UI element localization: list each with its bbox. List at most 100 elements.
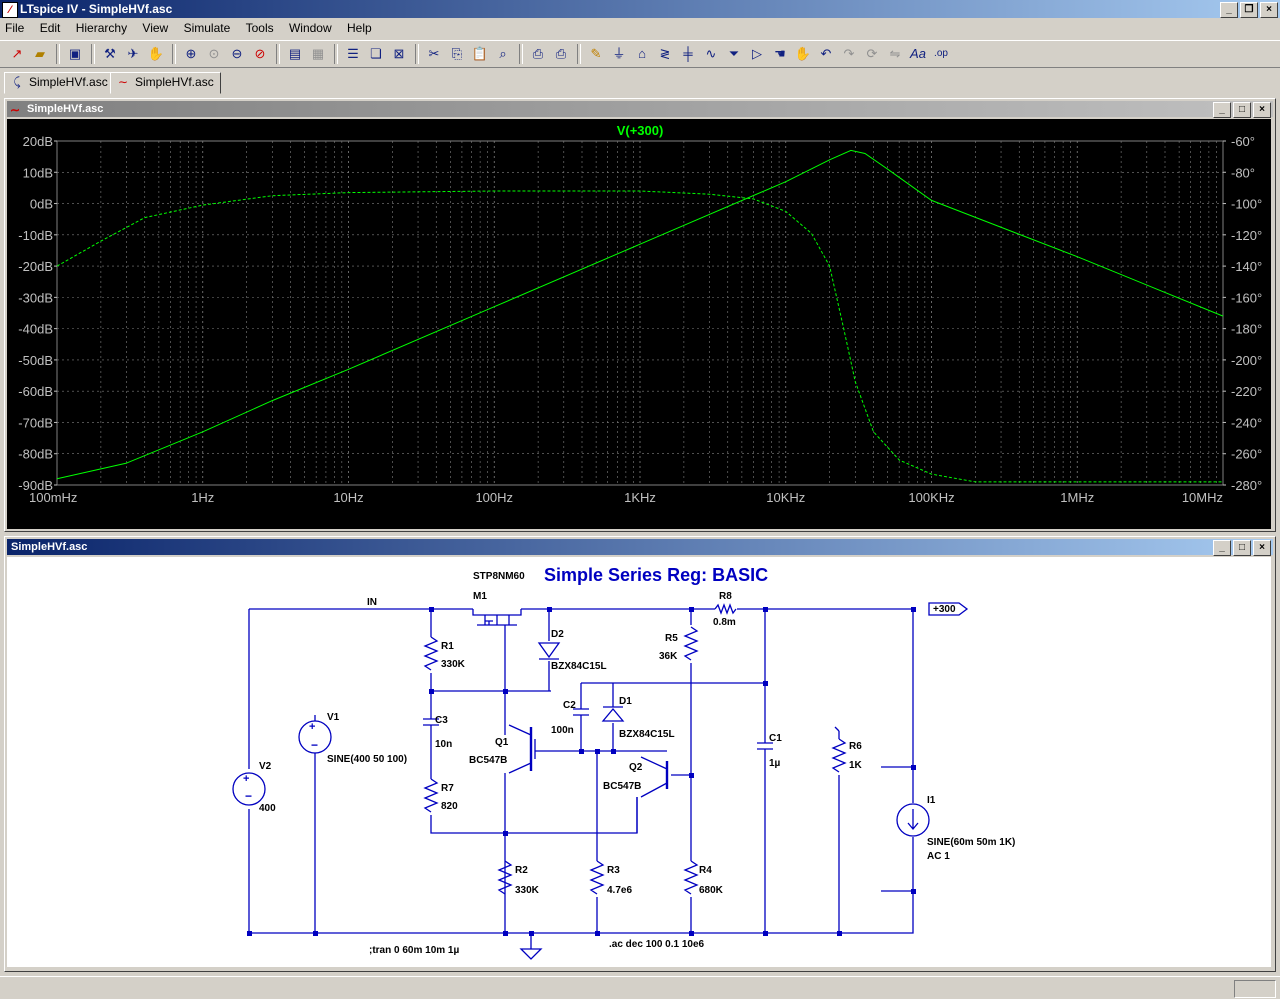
control-panel-icon[interactable]: ⚒	[104, 46, 116, 61]
print-setup-icon[interactable]: ⎙	[532, 46, 544, 61]
text-icon[interactable]: Aa	[910, 46, 926, 61]
tile-horizontal-icon[interactable]: ☰	[347, 46, 359, 61]
plot-window-title: SimpleHVf.asc	[27, 103, 104, 115]
c3-value: 10n	[435, 739, 452, 750]
q1-value: BC547B	[469, 755, 507, 766]
r5-name: R5	[665, 633, 678, 644]
zoom-out-icon[interactable]: ⊖	[231, 46, 243, 61]
schematic-title: Simple Series Reg: BASIC	[544, 565, 768, 585]
plot-minimize-button[interactable]: _	[1213, 102, 1231, 118]
m1-value: STP8NM60	[473, 571, 525, 582]
plot-close-button[interactable]: ×	[1253, 102, 1271, 118]
ac-directive[interactable]: .ac dec 100 0.1 10e6	[609, 939, 705, 950]
c1-value: 1µ	[769, 758, 781, 769]
c3-name: C3	[435, 715, 448, 726]
open-folder-icon[interactable]: ▰	[35, 46, 45, 61]
y-tick-label: 20dB	[23, 134, 53, 149]
x-tick-label: 10Hz	[333, 490, 363, 505]
svg-text:−: −	[311, 738, 318, 752]
diode-icon[interactable]: ⏷	[728, 46, 740, 61]
y2-tick-label: -180°	[1231, 322, 1262, 337]
undo-icon[interactable]: ↶	[820, 46, 832, 61]
rotate-icon[interactable]: ⟳	[866, 46, 878, 61]
spice-directive-icon[interactable]: .op	[934, 48, 948, 59]
plot-maximize-button[interactable]: □	[1233, 102, 1251, 118]
tab-schematic-label: SimpleHVf.asc	[29, 75, 108, 89]
halt-icon[interactable]: ✋	[147, 46, 165, 61]
phase-trace	[56, 190, 1223, 483]
mirror-icon[interactable]: ⇋	[889, 46, 901, 61]
r3-value: 4.7e6	[607, 885, 632, 896]
x-tick-label: 100KHz	[908, 490, 954, 505]
zoom-fit-icon[interactable]: ⊘	[254, 46, 266, 61]
menu-file[interactable]: File	[5, 21, 25, 35]
redo-icon[interactable]: ↷	[843, 46, 855, 61]
menu-tools[interactable]: Tools	[245, 21, 274, 35]
menu-window[interactable]: Window	[288, 21, 332, 35]
plot-frame	[56, 140, 1224, 486]
menu-simulate[interactable]: Simulate	[183, 21, 231, 35]
close-window-icon[interactable]: ⊠	[393, 46, 405, 61]
schematic-close-button[interactable]: ×	[1253, 540, 1271, 556]
move-icon[interactable]: ☚	[774, 46, 786, 61]
schematic-canvas[interactable]: + + − − Simple Series Reg: BASIC IN +300…	[7, 557, 1271, 967]
capacitor-icon[interactable]: ╪	[683, 46, 693, 61]
x-tick-label: 100Hz	[475, 490, 513, 505]
copy-icon[interactable]: ⎘	[451, 46, 463, 61]
schematic-minimize-button[interactable]: _	[1213, 540, 1231, 556]
c2-name: C2	[563, 700, 576, 711]
x-tick-label: 10KHz	[766, 490, 805, 505]
menu-hierarchy[interactable]: Hierarchy	[75, 21, 128, 35]
component-icon[interactable]: ▷	[752, 46, 762, 61]
r4-value: 680K	[699, 885, 724, 896]
cascade-icon[interactable]: ❏	[370, 46, 382, 61]
y-tick-label: -40dB	[18, 322, 53, 337]
menu-view[interactable]: View	[142, 21, 169, 35]
zoom-pan-icon[interactable]: ⊙	[208, 46, 220, 61]
i1-value: SINE(60m 50m 1K)	[927, 837, 1015, 848]
plot-background	[7, 119, 1271, 529]
resistor-icon[interactable]: ≷	[659, 46, 671, 61]
inductor-icon[interactable]: ∿	[705, 46, 717, 61]
minimize-button[interactable]: _	[1220, 2, 1238, 18]
drag-icon[interactable]: ✋	[794, 46, 812, 61]
paste-icon[interactable]: 📋	[471, 46, 489, 61]
autorange-icon[interactable]: ▤	[288, 46, 302, 61]
net-in-label: IN	[367, 597, 377, 608]
svg-text:+: +	[243, 773, 249, 785]
schematic-icon: ⤹	[13, 75, 21, 89]
print-icon[interactable]: ⎙	[555, 46, 567, 61]
y2-tick-label: -280°	[1231, 478, 1262, 493]
document-tabs: ⤹ SimpleHVf.asc ∼ SimpleHVf.asc	[0, 70, 1280, 94]
r6-value: 1K	[849, 760, 863, 771]
restore-button[interactable]: ❐	[1240, 2, 1258, 18]
r1-value: 330K	[441, 659, 466, 670]
q1-name: Q1	[495, 737, 509, 748]
y2-tick-label: -140°	[1231, 259, 1262, 274]
close-button[interactable]: ×	[1260, 2, 1278, 18]
menu-help[interactable]: Help	[346, 21, 372, 35]
menu-edit[interactable]: Edit	[39, 21, 61, 35]
plot-settings-icon[interactable]: ▦	[311, 46, 325, 61]
wire-icon[interactable]: ✎	[590, 46, 602, 61]
label-net-icon[interactable]: ⌂	[638, 46, 646, 61]
y2-tick-label: -240°	[1231, 415, 1262, 430]
r5-value: 36K	[659, 651, 678, 662]
tran-directive[interactable]: ;tran 0 60m 10m 1µ	[369, 945, 459, 956]
waveform-icon: ∼	[117, 75, 129, 89]
schematic-maximize-button[interactable]: □	[1233, 540, 1251, 556]
tab-schematic[interactable]: ⤹ SimpleHVf.asc	[4, 72, 115, 94]
zoom-in-icon[interactable]: ⊕	[185, 46, 197, 61]
schematic-window-caption: SimpleHVf.asc _ □ ×	[7, 539, 1273, 556]
cut-icon[interactable]: ✂	[428, 46, 440, 61]
open-schematic-icon[interactable]: ↗	[11, 46, 23, 61]
run-icon[interactable]: ✈	[127, 46, 139, 61]
ground-icon[interactable]: ⏚	[612, 46, 626, 61]
bode-plot[interactable]: 20dB10dB0dB-10dB-20dB-30dB-40dB-50dB-60d…	[7, 119, 1271, 529]
find-icon[interactable]: ⌕	[499, 46, 507, 61]
plot-window-caption: ∼ SimpleHVf.asc _ □ ×	[7, 101, 1273, 118]
tab-waveform[interactable]: ∼ SimpleHVf.asc	[110, 72, 221, 94]
save-icon[interactable]: ▣	[68, 46, 82, 61]
c2-value: 100n	[551, 725, 574, 736]
